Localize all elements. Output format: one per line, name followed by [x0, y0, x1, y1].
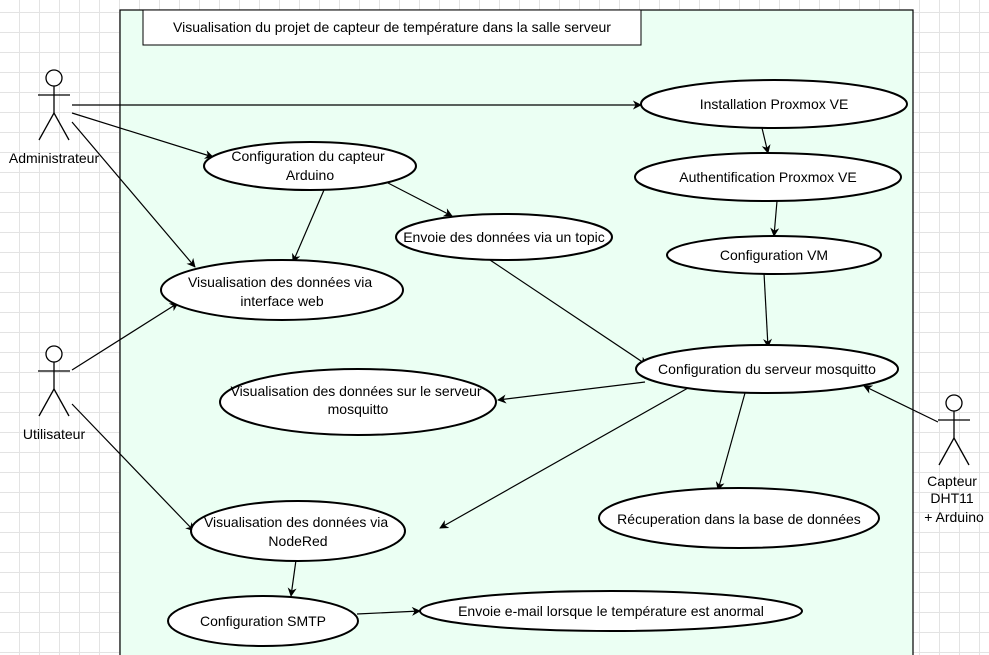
edge-smtp-email [356, 606, 421, 616]
use-case-configuration-vm[interactable]: Configuration VM [666, 235, 882, 275]
use-case-envoie-email[interactable]: Envoie e-mail lorsque le température est… [419, 590, 803, 632]
use-case-visu-web[interactable]: Visualisation des données via interface … [160, 259, 404, 321]
edge-mosquitto-visu-mosquitto [497, 381, 646, 404]
use-case-installation-proxmox[interactable]: Installation Proxmox VE [640, 79, 908, 129]
edge-utilisateur-visu-nodered [71, 403, 195, 532]
use-case-visu-mosquitto[interactable]: Visualisation des données sur le serveur… [219, 368, 497, 436]
diagram-title: Visualisation du projet de capteur de te… [173, 19, 611, 35]
use-case-envoie-topic[interactable]: Envoie des données via un topic [395, 213, 613, 261]
svg-text:Récuperation dans la base de d: Récuperation dans la base de données [617, 511, 861, 527]
svg-text:Configuration du capteur: Configuration du capteur Arduino [231, 148, 388, 183]
edge-visu-nodered-smtp [287, 559, 297, 597]
use-case-config-capteur[interactable]: Configuration du capteur Arduino [203, 141, 417, 191]
use-case-config-smtp[interactable]: Configuration SMTP [167, 595, 359, 647]
edge-envoie-mosquitto [489, 259, 648, 366]
actor-administrateur[interactable] [38, 69, 70, 141]
use-case-authentification-proxmox[interactable]: Authentification Proxmox VE [634, 152, 902, 202]
edge-capteur-mosquitto [863, 385, 939, 423]
edge-utilisateur-visu-web [71, 302, 179, 371]
use-case-visu-nodered[interactable]: Visualisation des données via NodeRed [190, 500, 406, 562]
actor-utilisateur[interactable] [38, 345, 70, 417]
connections [71, 100, 939, 616]
actor-capteur[interactable] [938, 394, 970, 466]
actor-capteur-label: Capteur DHT11 + Arduino [924, 473, 984, 525]
actor-administrateur-label: Administrateur [9, 150, 100, 166]
edge-mosquitto-visu-nodered [439, 387, 689, 529]
svg-text:Envoie des données via un topi: Envoie des données via un topic [403, 229, 605, 245]
svg-text:Installation Proxmox VE: Installation Proxmox VE [700, 96, 849, 112]
title-box [142, 9, 642, 46]
svg-text:Configuration VM: Configuration VM [720, 247, 828, 263]
edge-auth-config-vm [770, 200, 780, 237]
edge-mosquitto-recuperation [715, 392, 746, 491]
actor-utilisateur-label: Utilisateur [23, 426, 86, 442]
svg-text:Configuration du serveur mosqu: Configuration du serveur mosquitto [658, 361, 876, 377]
edge-config-capteur-visu-web [292, 189, 325, 263]
svg-text:Envoie e-mail lorsque le tempé: Envoie e-mail lorsque le température est… [458, 603, 764, 619]
use-case-recuperation-bdd[interactable]: Récuperation dans la base de données [598, 487, 880, 549]
edge-admin-visu-web [71, 121, 196, 268]
use-case-config-mosquitto[interactable]: Configuration du serveur mosquitto [635, 344, 899, 394]
svg-text:Visualisation des données sur: Visualisation des données sur le serveur… [230, 383, 485, 417]
svg-text:Authentification Proxmox VE: Authentification Proxmox VE [679, 169, 856, 185]
edge-installation-auth [761, 127, 771, 154]
edge-config-capteur-envoie [387, 182, 453, 217]
svg-text:Configuration SMTP: Configuration SMTP [200, 613, 326, 629]
edge-config-vm-mosquitto [763, 272, 773, 348]
edge-admin-config-capteur [71, 112, 214, 159]
svg-text:Visualisation des données via: Visualisation des données via interface … [188, 274, 376, 309]
svg-text:Visualisation des données via: Visualisation des données via NodeRed [204, 514, 392, 549]
